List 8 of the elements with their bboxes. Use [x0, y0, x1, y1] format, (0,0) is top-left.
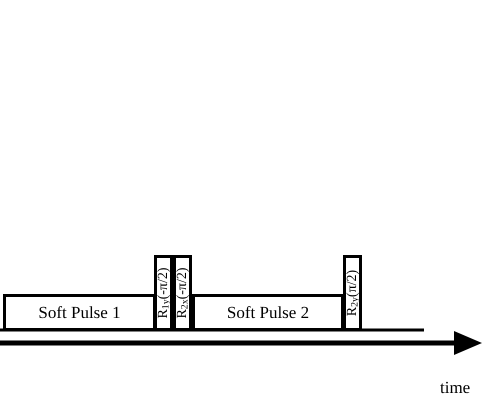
soft-pulse-box — [3, 294, 156, 331]
pulse-label: Soft Pulse 1 — [38, 302, 121, 322]
hard-pulse-box — [154, 255, 173, 331]
axis-label: time — [440, 378, 470, 398]
hard-pulse-box — [343, 255, 362, 331]
hard-pulse-box — [173, 255, 192, 331]
pulse-label: Soft Pulse 2 — [226, 302, 310, 322]
soft-pulse-box — [192, 294, 344, 331]
